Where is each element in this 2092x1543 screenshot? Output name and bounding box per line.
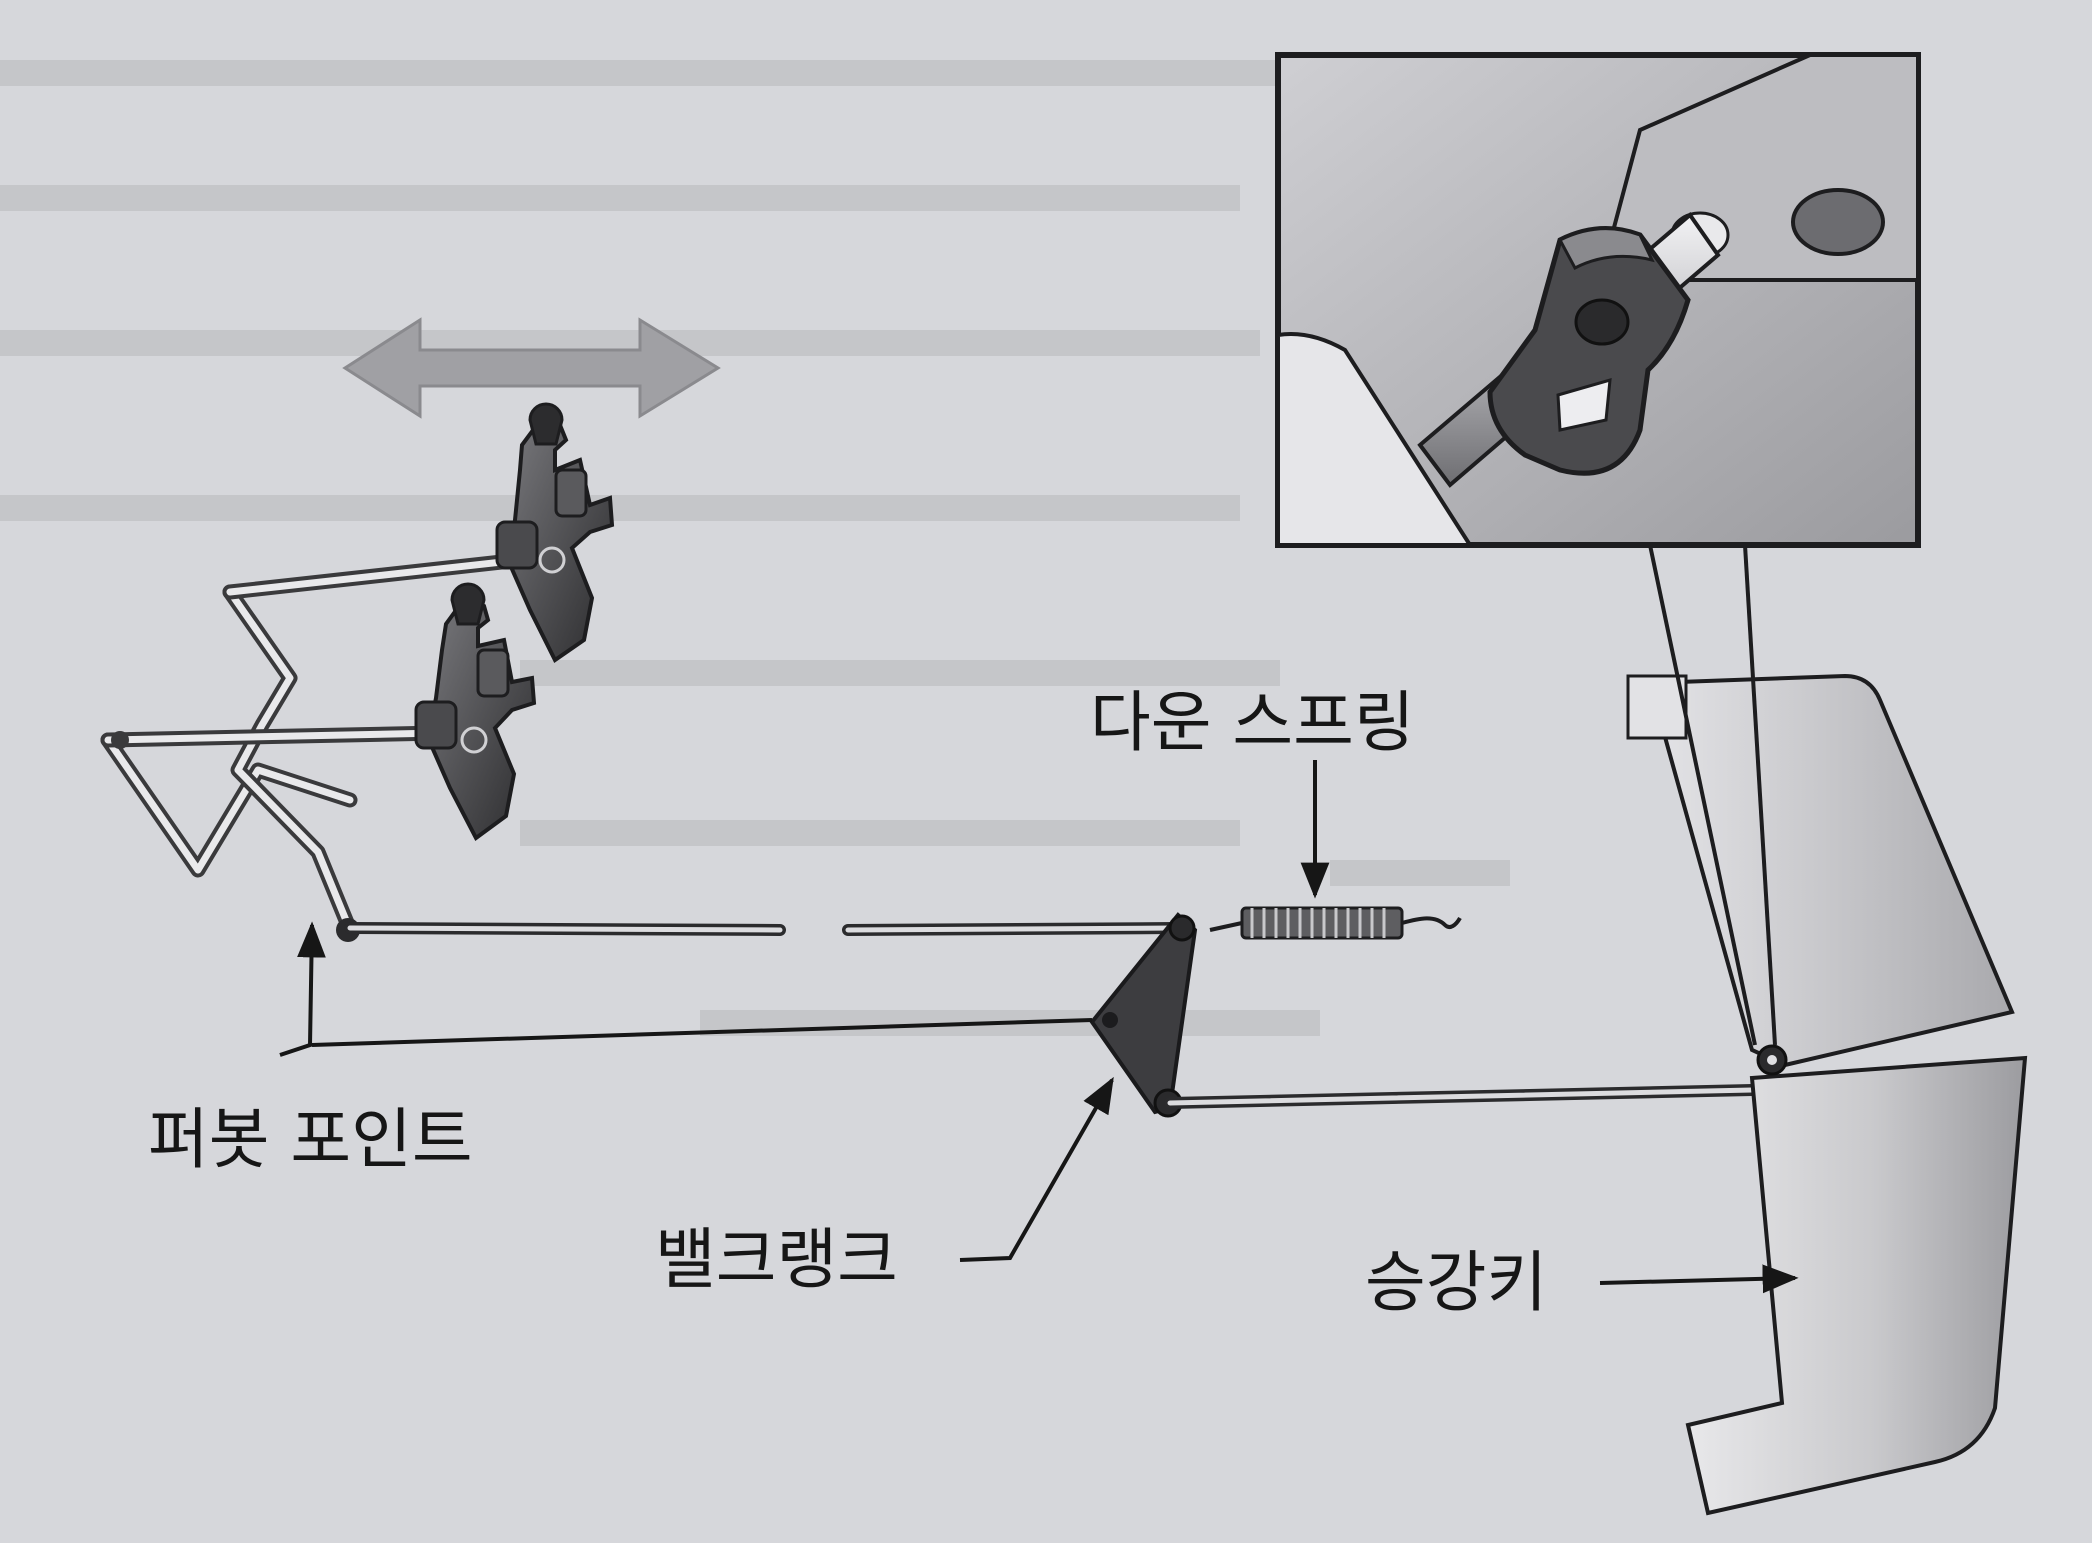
bellcrank-arrow: [960, 1080, 1112, 1260]
down-spring-label: 다운 스프링: [1090, 684, 1415, 761]
down-spring: [1210, 908, 1460, 938]
column-joint: [111, 731, 129, 749]
elevator-label: 승강키: [1365, 1244, 1547, 1321]
pivot-point-arrow: [280, 925, 312, 1055]
detail-inset: [1278, 55, 1918, 545]
control-horn-upper: [497, 404, 612, 660]
horizontal-stabilizer: [1628, 676, 2012, 1065]
elevator-push-rod: [1170, 1090, 1752, 1103]
pivot-point-label: 퍼봇 포인트: [148, 1101, 473, 1178]
push-rod: [350, 928, 1175, 930]
elevator-arrow: [1600, 1278, 1795, 1283]
control-horn-lower: [416, 584, 534, 838]
bellcrank-label: 밸크랭크: [655, 1221, 898, 1298]
